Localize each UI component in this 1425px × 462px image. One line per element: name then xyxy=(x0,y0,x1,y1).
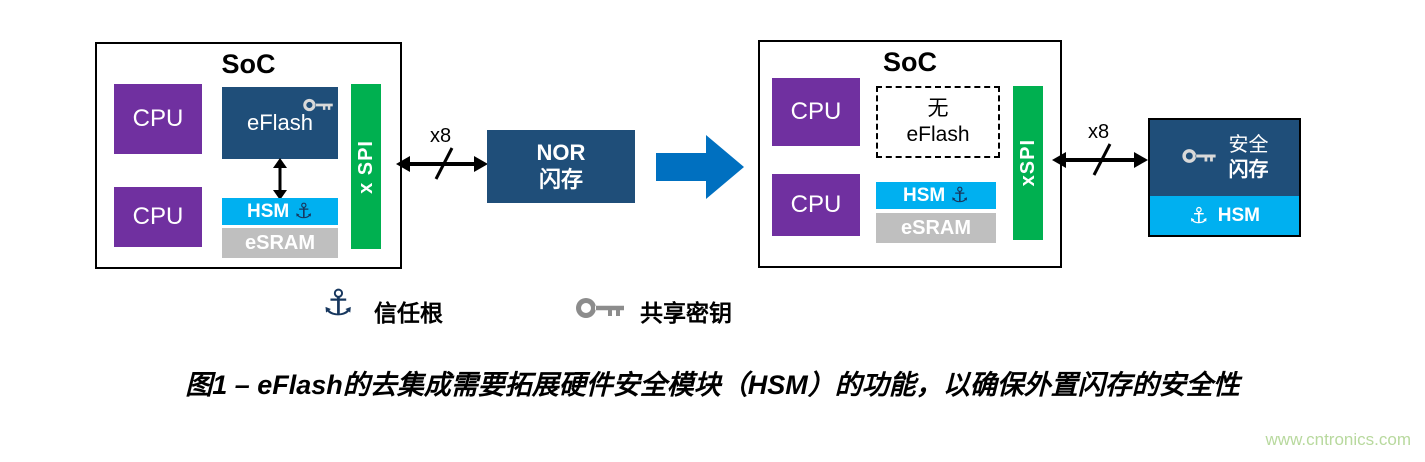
secure-flash-block: 安全 闪存 ⚓ HSM xyxy=(1148,118,1301,237)
left-cpu-top: CPU xyxy=(114,84,202,154)
shared-key-icon xyxy=(302,93,334,119)
root-of-trust-anchor-icon: ⚓ xyxy=(294,200,314,223)
root-of-trust-anchor-icon: ⚓ xyxy=(950,184,970,207)
nor-flash-block: NOR 闪存 xyxy=(487,130,635,203)
right-bus-width-label: x8 xyxy=(1088,121,1110,143)
cpu-label: CPU xyxy=(790,98,842,125)
right-xspi-bar: xSPI xyxy=(1013,86,1043,240)
secure-flash-top: 安全 闪存 xyxy=(1150,120,1299,196)
esram-label: eSRAM xyxy=(900,216,971,239)
left-soc-box: SoC CPU CPU eFlash HSM ⚓ eSRAM xyxy=(95,42,402,269)
cpu-label: CPU xyxy=(132,105,184,132)
nor-flash-line1: NOR xyxy=(536,140,586,166)
left-xspi-bar: x SPI xyxy=(351,84,381,249)
watermark: www.cntronics.com xyxy=(1265,430,1411,449)
eflash-hsm-arrow xyxy=(273,158,287,200)
figure-caption: 图1 – eFlash的去集成需要拓展硬件安全模块（HSM）的功能，以确保外置闪… xyxy=(185,370,1240,400)
xspi-label: x SPI xyxy=(354,139,377,194)
no-eflash-block: 无 eFlash xyxy=(876,86,1000,158)
transition-arrow xyxy=(656,135,744,199)
left-cpu-bottom: CPU xyxy=(114,187,202,247)
secure-flash-line1: 安全 xyxy=(1228,134,1269,156)
left-bus-arrow xyxy=(396,147,488,180)
right-soc-title: SoC xyxy=(883,47,937,77)
shared-key-icon xyxy=(1181,147,1217,170)
left-soc-title: SoC xyxy=(221,49,276,79)
right-esram-block: eSRAM xyxy=(876,213,996,243)
root-of-trust-anchor-icon: ⚓ xyxy=(1189,202,1209,228)
no-eflash-line1: 无 xyxy=(927,96,949,120)
right-soc-box: SoC CPU CPU 无 eFlash HSM ⚓ eSRAM xSPI xyxy=(758,40,1062,268)
no-eflash-line2: eFlash xyxy=(906,123,970,146)
secure-flash-line2: 闪存 xyxy=(1228,159,1269,181)
secure-flash-label: 安全 闪存 xyxy=(1229,133,1269,183)
cpu-label: CPU xyxy=(132,203,184,230)
right-hsm-block: HSM ⚓ xyxy=(876,182,996,209)
hsm-label: HSM xyxy=(1217,204,1260,226)
hsm-label: HSM xyxy=(902,184,946,206)
right-cpu-bottom: CPU xyxy=(772,174,860,236)
hsm-label: HSM xyxy=(246,200,290,222)
left-eflash-block: eFlash xyxy=(222,87,338,159)
legend-shared-key-label: 共享密钥 xyxy=(640,300,732,326)
cpu-label: CPU xyxy=(790,191,842,218)
left-esram-block: eSRAM xyxy=(222,228,338,258)
left-hsm-block: HSM ⚓ xyxy=(222,198,338,225)
nor-flash-line2: 闪存 xyxy=(538,166,583,192)
legend-key-icon xyxy=(574,295,626,326)
right-bus-arrow xyxy=(1052,143,1148,176)
left-bus-width-label: x8 xyxy=(430,125,452,147)
secure-flash-hsm-block: ⚓ HSM xyxy=(1150,196,1299,235)
legend-anchor-icon: ⚓ xyxy=(322,282,355,323)
legend-root-of-trust-label: 信任根 xyxy=(374,300,443,326)
xspi-label: xSPI xyxy=(1016,139,1039,187)
eflash-label: eFlash xyxy=(246,110,314,135)
esram-label: eSRAM xyxy=(244,231,315,254)
right-cpu-top: CPU xyxy=(772,78,860,146)
